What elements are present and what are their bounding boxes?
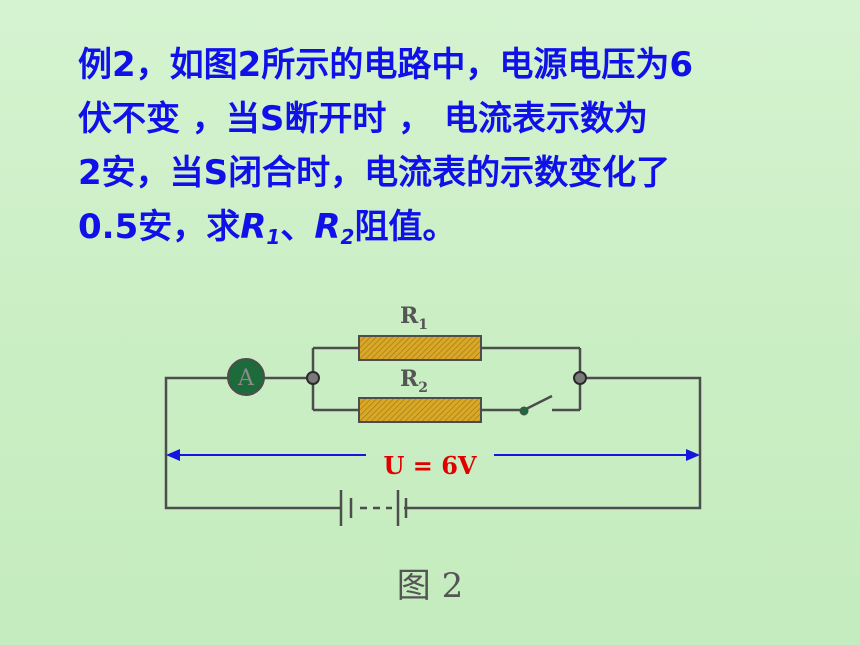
figure-caption: 图 2 bbox=[396, 566, 464, 606]
r2-letter: R bbox=[314, 207, 341, 247]
resistor-r1 bbox=[358, 335, 482, 361]
problem-line-1: 例2，如图2所示的电路中，电源电压为6 bbox=[78, 45, 693, 85]
r1-subscript: 1 bbox=[266, 225, 281, 249]
wire-left-top bbox=[164, 376, 340, 510]
problem-line-4-end: 阻值。 bbox=[354, 207, 457, 247]
problem-line-2: 伏不变 ，当S断开时 ， 电流表示数为 bbox=[78, 99, 648, 139]
problem-statement: 例2，如图2所示的电路中，电源电压为6 伏不变 ，当S断开时 ， 电流表示数为 … bbox=[78, 38, 838, 254]
ammeter bbox=[227, 358, 265, 396]
separator: 、 bbox=[280, 207, 315, 247]
r2-symbol: R2 bbox=[314, 207, 354, 247]
wire-right-bottom bbox=[404, 376, 702, 510]
r2-subscript: 2 bbox=[340, 225, 355, 249]
ammeter-label: A bbox=[237, 366, 255, 391]
resistor-r2 bbox=[358, 397, 482, 423]
problem-line-4-start: 0.5安，求 bbox=[78, 207, 241, 247]
label-r2: R2 bbox=[400, 366, 428, 396]
switch-pivot bbox=[519, 406, 529, 416]
junction-left bbox=[306, 371, 320, 385]
problem-line-3: 2安，当S闭合时，电流表的示数变化了 bbox=[78, 153, 671, 193]
label-r1: R1 bbox=[400, 303, 428, 333]
problem-line-4: 0.5安，求R1、R2阻值。 bbox=[78, 200, 838, 254]
switch-blade bbox=[523, 394, 553, 412]
junction-right bbox=[573, 371, 587, 385]
arrowhead-left bbox=[166, 449, 180, 461]
r1-letter: R bbox=[240, 207, 267, 247]
r1-symbol: R1 bbox=[240, 207, 280, 247]
voltage-label: U = 6V bbox=[383, 451, 476, 480]
arrowhead-right bbox=[686, 449, 700, 461]
